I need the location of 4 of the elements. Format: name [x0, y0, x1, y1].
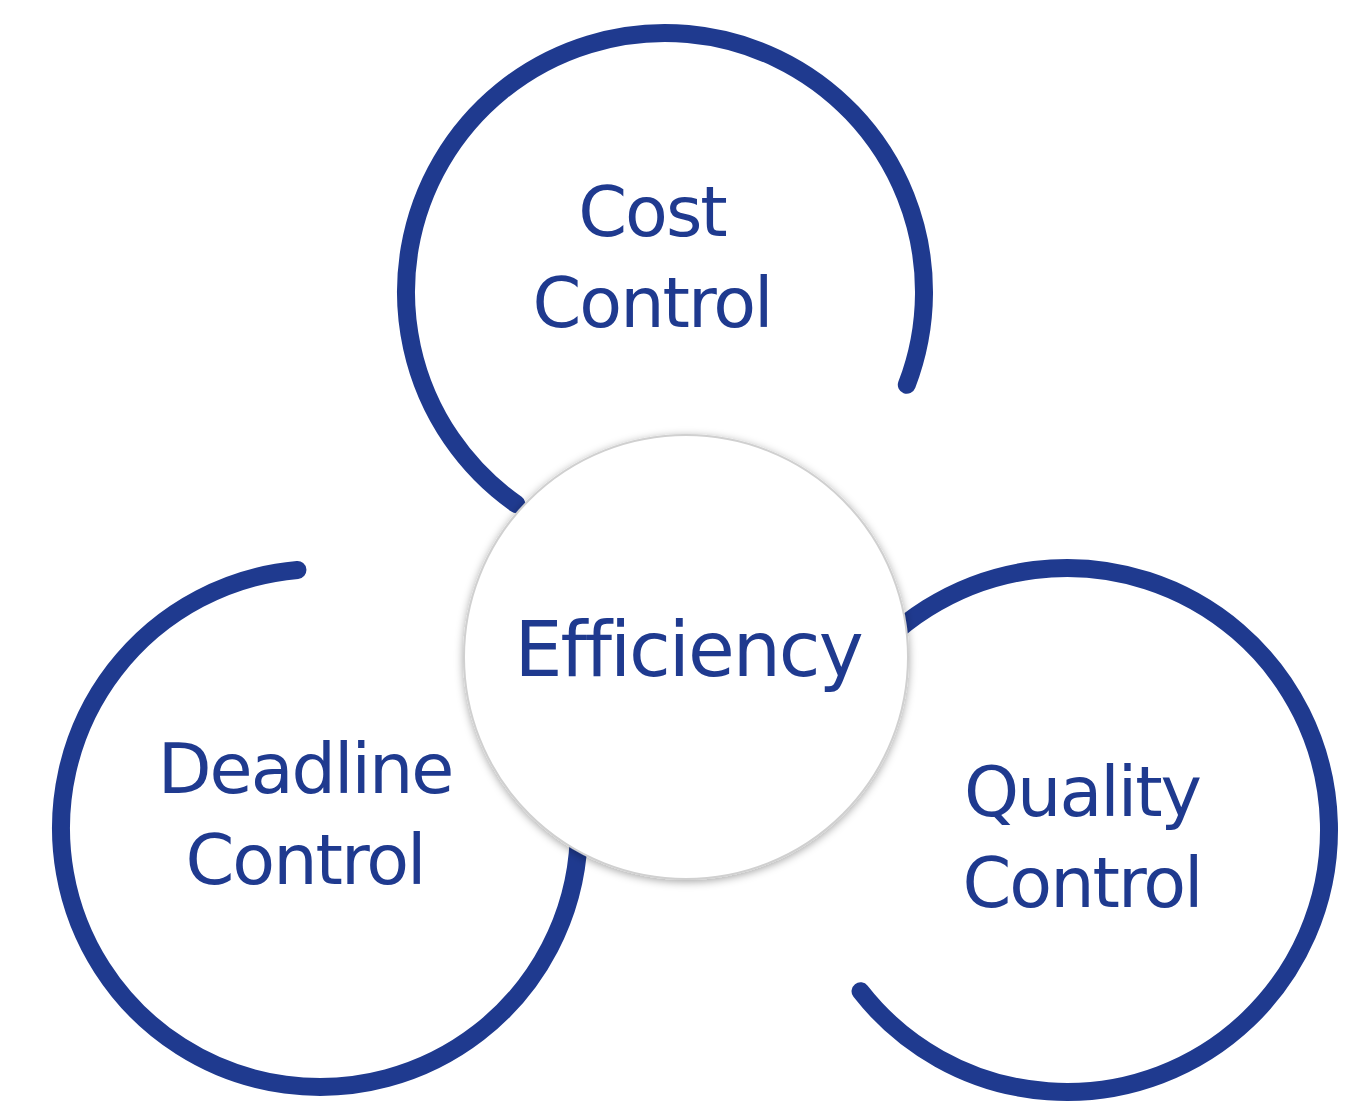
- node-label: Quality Control: [961, 750, 1203, 926]
- node-label: Cost Control: [531, 170, 773, 346]
- node-label: Deadline Control: [156, 727, 454, 903]
- node-label: Efficiency: [513, 603, 863, 696]
